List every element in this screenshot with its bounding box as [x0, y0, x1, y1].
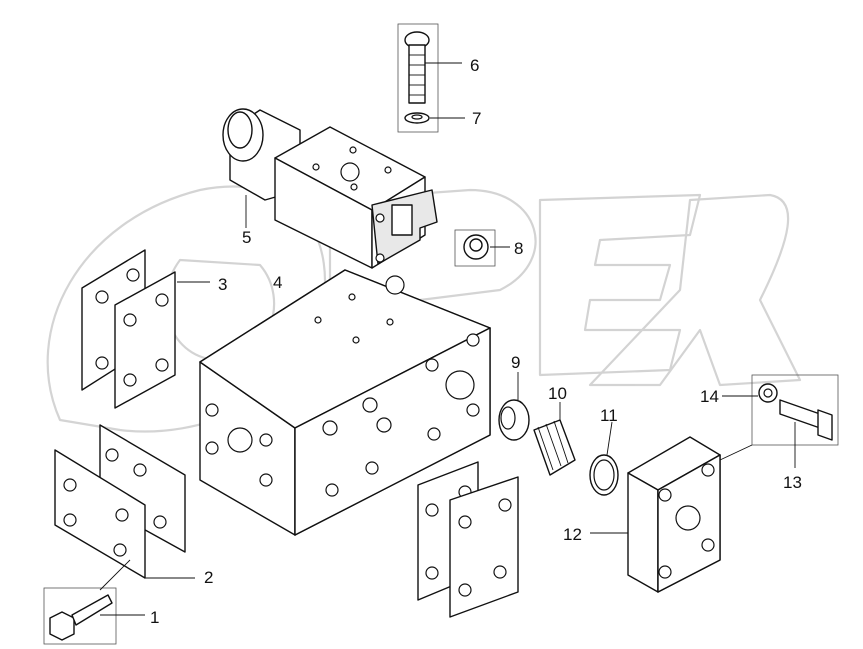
plate-pair-2	[54, 424, 186, 579]
callout-2: 2	[204, 568, 213, 587]
main-block	[199, 269, 491, 536]
callout-1: 1	[150, 608, 159, 627]
callout-6: 6	[470, 56, 479, 75]
callout-3: 3	[218, 275, 227, 294]
plug-8	[454, 229, 496, 267]
callout-13: 13	[783, 473, 802, 492]
bolt-1	[43, 587, 117, 645]
callout-11: 11	[600, 406, 618, 425]
callout-9: 9	[511, 353, 520, 372]
callout-labels: 1 2 3 4 5 6 7 8 9 10 11 12 13 14	[150, 56, 802, 627]
cover-block-12	[627, 436, 721, 593]
callout-4: 4	[273, 273, 282, 292]
callout-7: 7	[472, 109, 481, 128]
callout-10: 10	[548, 384, 567, 403]
callout-14: 14	[700, 387, 719, 406]
callout-8: 8	[514, 239, 523, 258]
leader-lines	[99, 62, 796, 616]
callout-12: 12	[563, 525, 582, 544]
plate-pair-9	[417, 461, 519, 618]
plate-pair-3	[81, 249, 176, 409]
callout-5: 5	[242, 228, 251, 247]
solenoid-valve	[222, 108, 438, 269]
valve-insert	[498, 399, 619, 496]
screw-6	[397, 23, 439, 133]
